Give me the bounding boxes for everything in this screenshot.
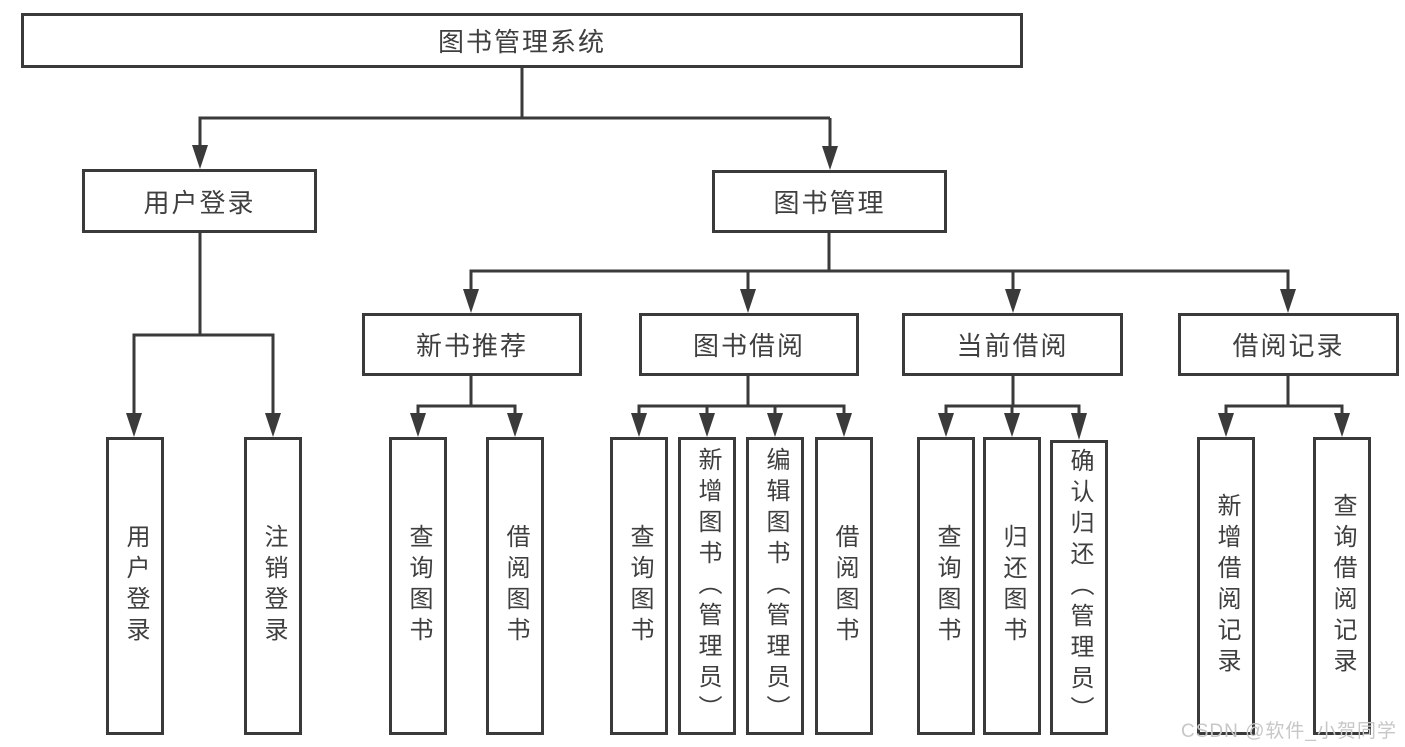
node-borrowing-records: 借阅记录 bbox=[1178, 313, 1399, 376]
leaf-label: 查询图书 bbox=[405, 524, 432, 648]
node-label: 新书推荐 bbox=[415, 331, 528, 361]
leaf-label: 编辑图书（管理员） bbox=[762, 446, 789, 726]
node-book-borrowing: 图书借阅 bbox=[639, 313, 859, 376]
leaf-label: 借阅图书 bbox=[502, 524, 529, 648]
leaf-query-books-current: 查询图书 bbox=[917, 437, 975, 735]
leaf-label: 归还图书 bbox=[999, 524, 1026, 648]
leaf-query-books-borrow: 查询图书 bbox=[610, 437, 668, 735]
leaf-borrow-books-recommend: 借阅图书 bbox=[486, 437, 544, 735]
leaf-label: 注销登录 bbox=[260, 524, 287, 648]
leaf-add-borrow-record: 新增借阅记录 bbox=[1197, 437, 1255, 735]
node-label: 借阅记录 bbox=[1232, 331, 1345, 361]
node-new-book-recommendation: 新书推荐 bbox=[362, 313, 582, 376]
leaf-label: 查询图书 bbox=[626, 524, 653, 648]
node-book-management: 图书管理 bbox=[712, 170, 947, 233]
leaf-query-books-recommend: 查询图书 bbox=[389, 437, 447, 735]
leaf-add-book-admin: 新增图书（管理员） bbox=[678, 437, 736, 735]
node-label: 图书管理系统 bbox=[437, 27, 606, 57]
node-library-management-system: 图书管理系统 bbox=[21, 13, 1023, 68]
leaf-label: 确认归还（管理员） bbox=[1066, 448, 1093, 727]
leaf-label: 查询图书 bbox=[933, 524, 960, 648]
node-label: 用户登录 bbox=[143, 187, 256, 218]
node-label: 当前借阅 bbox=[956, 331, 1069, 361]
node-current-borrowing: 当前借阅 bbox=[902, 313, 1123, 376]
leaf-query-borrow-record: 查询借阅记录 bbox=[1313, 437, 1371, 735]
leaf-edit-book-admin: 编辑图书（管理员） bbox=[746, 437, 804, 735]
leaf-label: 新增借阅记录 bbox=[1213, 493, 1240, 679]
leaf-confirm-return-admin: 确认归还（管理员） bbox=[1050, 440, 1108, 735]
leaf-user-login: 用户登录 bbox=[106, 437, 164, 735]
node-user-login: 用户登录 bbox=[82, 169, 317, 233]
leaf-label: 借阅图书 bbox=[831, 524, 858, 648]
leaf-borrow-books: 借阅图书 bbox=[815, 437, 873, 735]
leaf-return-book: 归还图书 bbox=[983, 437, 1041, 735]
leaf-label: 查询借阅记录 bbox=[1329, 493, 1356, 679]
node-label: 图书借阅 bbox=[692, 331, 805, 361]
node-label: 图书管理 bbox=[773, 188, 886, 218]
watermark: CSDN @软件_小贺同学 bbox=[1181, 721, 1397, 742]
leaf-logout: 注销登录 bbox=[244, 437, 302, 735]
leaf-label: 用户登录 bbox=[122, 524, 149, 648]
leaf-label: 新增图书（管理员） bbox=[694, 446, 721, 726]
